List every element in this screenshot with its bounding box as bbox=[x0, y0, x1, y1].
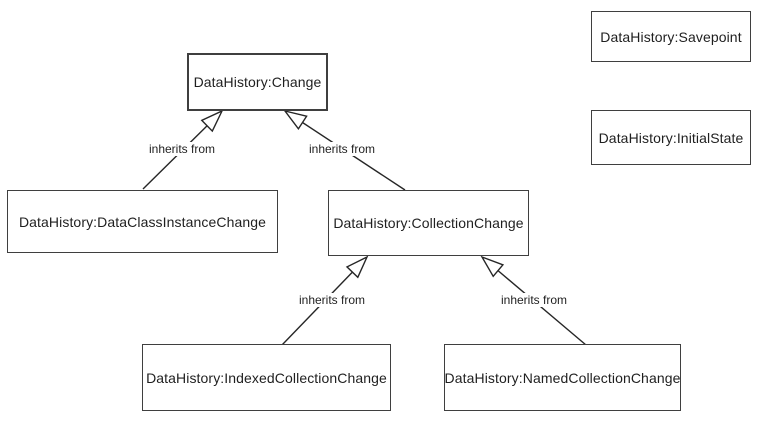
class-box-initial-state: DataHistory:InitialState bbox=[591, 110, 751, 165]
edge-label-inherits-from: inherits from bbox=[146, 142, 218, 156]
inheritance-edge-dcic-change bbox=[142, 125, 208, 190]
class-box-named-collection-change: DataHistory:NamedCollectionChange bbox=[444, 344, 681, 411]
class-box-savepoint: DataHistory:Savepoint bbox=[591, 11, 751, 62]
inheritance-arrowhead-icon bbox=[345, 255, 369, 279]
class-box-collection-change: DataHistory:CollectionChange bbox=[328, 190, 529, 256]
edge-label-inherits-from: inherits from bbox=[498, 293, 570, 307]
edge-label-inherits-from: inherits from bbox=[306, 142, 378, 156]
inheritance-arrowhead-icon bbox=[480, 255, 505, 278]
inheritance-arrowhead-icon bbox=[283, 109, 308, 131]
inheritance-arrowhead-icon bbox=[200, 109, 224, 133]
inheritance-edge-ncc-cc bbox=[497, 270, 587, 346]
inheritance-edge-icc-cc bbox=[281, 271, 353, 346]
edge-label-inherits-from: inherits from bbox=[296, 293, 368, 307]
class-box-change: DataHistory:Change bbox=[187, 53, 328, 111]
inheritance-edge-cc-change bbox=[302, 121, 406, 191]
class-box-data-class-instance-change: DataHistory:DataClassInstanceChange bbox=[7, 190, 278, 253]
class-box-indexed-collection-change: DataHistory:IndexedCollectionChange bbox=[142, 344, 391, 411]
